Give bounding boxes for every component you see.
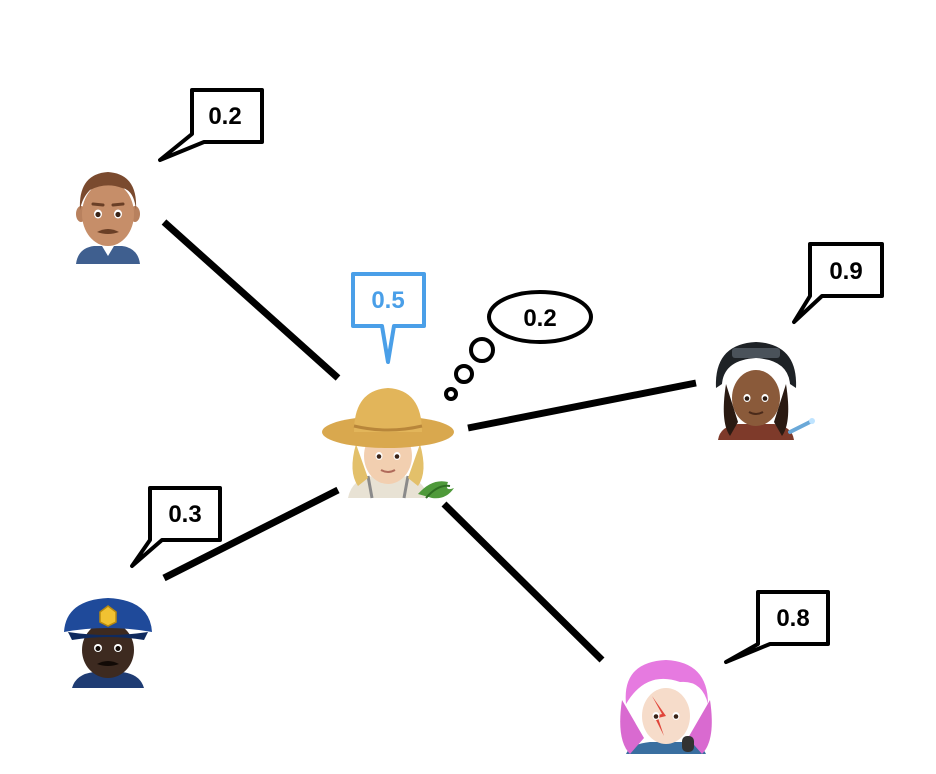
thought-value-bubble: 0.2 [444,290,593,401]
farmer-icon [322,388,454,499]
edge-police [162,486,340,582]
edges [161,219,697,663]
man-value: 0.2 [208,103,241,130]
edge-singer [441,501,605,663]
singer-icon [620,660,712,754]
police-officer-icon [64,598,152,688]
police-value: 0.3 [168,501,201,528]
welder-value: 0.9 [829,258,862,285]
thought-value: 0.2 [523,305,556,332]
police-speech-bubble: 0.3 [130,486,222,568]
welder-icon [715,342,815,440]
said-value-bubble: 0.5 [351,272,426,364]
welder-speech-bubble: 0.9 [792,242,884,324]
edge-man [161,219,341,381]
singer-speech-bubble: 0.8 [724,590,830,664]
singer-value: 0.8 [776,605,809,632]
said-value: 0.5 [371,287,404,314]
man-icon [76,172,140,264]
man-speech-bubble: 0.2 [158,88,264,162]
edge-welder [467,379,697,432]
